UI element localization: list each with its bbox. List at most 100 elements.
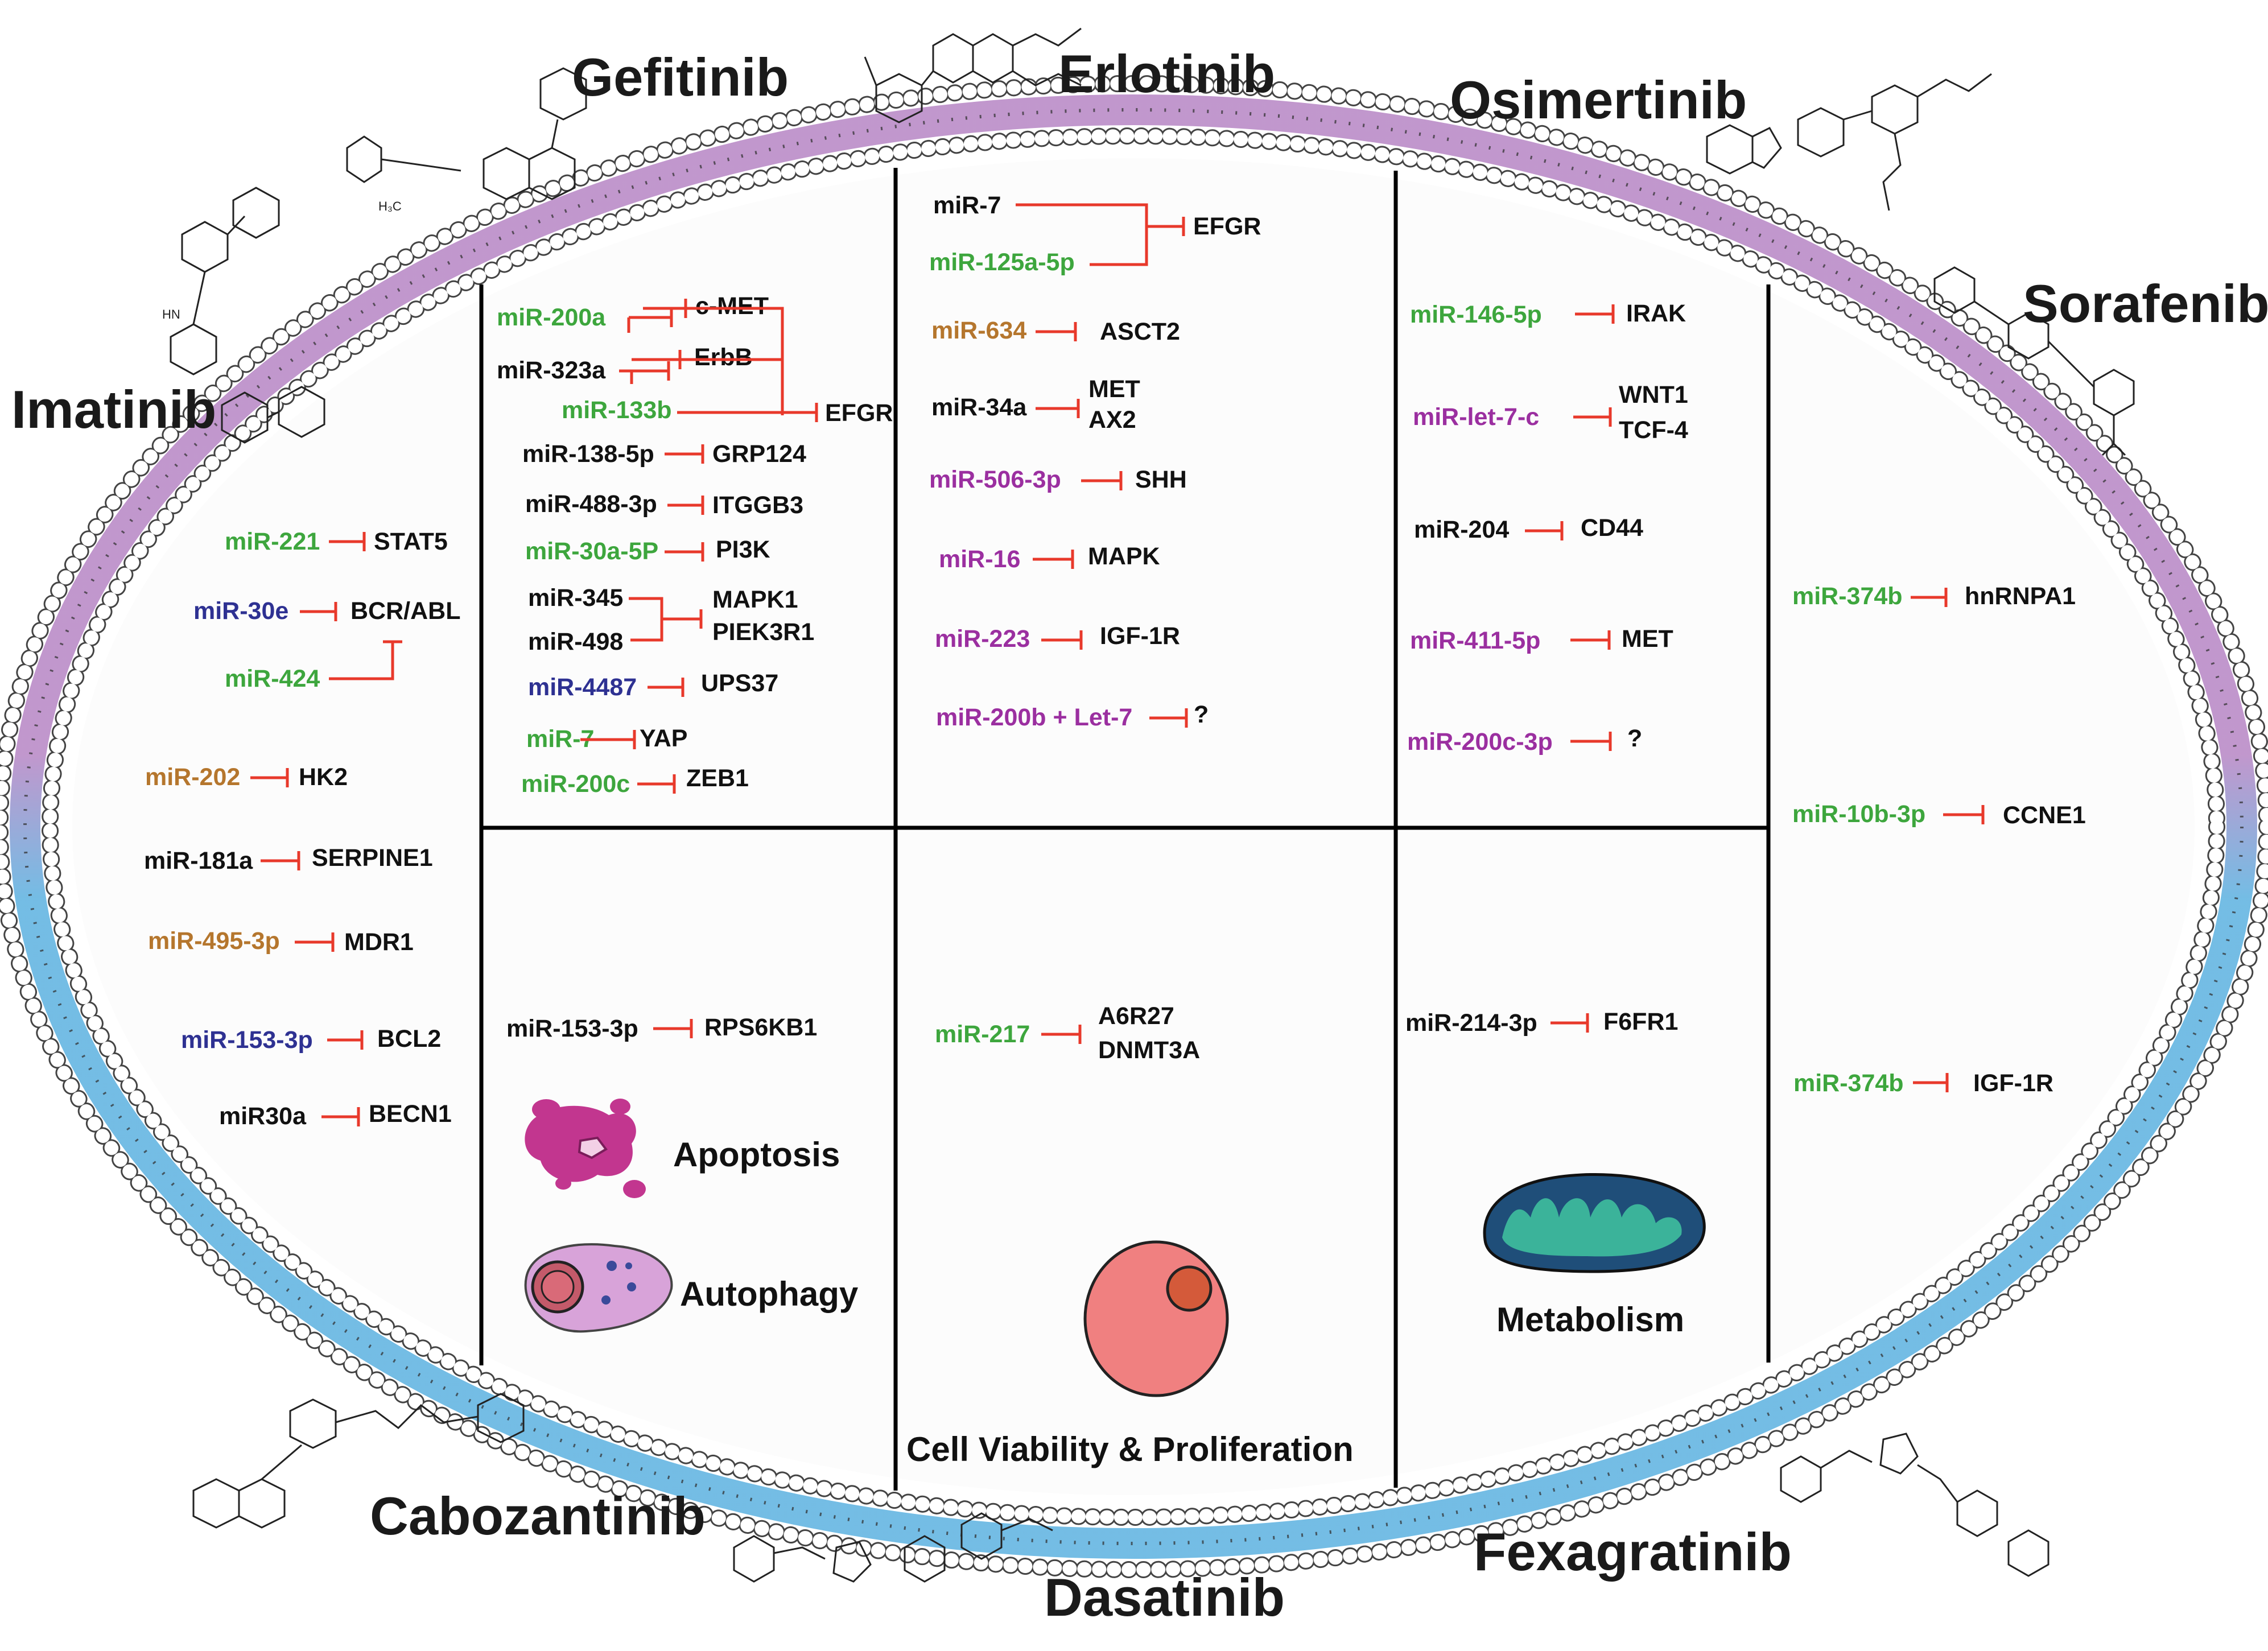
mirna-label: miR-498 [528,628,623,655]
target-label: RPS6KB1 [704,1014,817,1041]
target-label: ? [1627,725,1642,752]
mirna-label: miR-153-3p [181,1026,313,1054]
imatinib-structure: HN [162,187,325,444]
cell-icon [1083,1240,1229,1397]
mirna-label: miR-488-3p [525,490,657,518]
target-label: hnRNPA1 [1965,583,2076,610]
drug-gefitinib: Gefitinib [572,47,789,107]
target-label: STAT5 [374,528,448,555]
target-label: SERPINE1 [312,844,433,872]
mirna-label: miR-634 [931,317,1026,344]
mirna-label: miR-424 [225,665,320,692]
target-label: MAPK1 [712,586,798,613]
drug-osimertinib: Osimertinib [1450,70,1747,130]
mirna-label: miR-16 [939,546,1020,573]
dasatinib-structure [733,1512,1053,1583]
sorafenib-panel: miR-374b hnRNPA1 miR-10b-3p CCNE1 miR-37… [1792,583,2086,1097]
mitochondrion-icon [1483,1173,1706,1273]
cabozantinib-panel: miR-153-3p RPS6KB1 Apoptosis Autophagy [506,1014,859,1333]
target-label: AX2 [1088,406,1136,434]
target-label: BECN1 [369,1100,452,1128]
mirna-label: miR30a [219,1103,307,1130]
target-label: WNT1 [1619,381,1688,408]
process-cell-viability: Cell Viability & Proliferation [906,1430,1354,1468]
process-autophagy: Autophagy [680,1275,859,1313]
mirna-label: miR-223 [935,625,1030,653]
target-label: PIEK3R1 [712,618,814,646]
mirna-label: miR-125a-5p [929,249,1075,276]
target-label: CD44 [1581,514,1643,542]
mirna-label: miR-34a [931,394,1027,421]
mirna-label: miR-146-5p [1410,301,1542,328]
target-label: EFGR [825,399,893,427]
mirna-label: miR-7 [933,192,1001,219]
target-label: ZEB1 [686,765,749,792]
svg-text:H₃C: H₃C [378,199,402,213]
target-label: MDR1 [344,928,414,956]
target-label: ? [1194,701,1209,728]
drug-dasatinib: Dasatinib [1044,1567,1285,1627]
fexagratinib-panel: miR-214-3p F6FR1 Metabolism [1405,1008,1706,1339]
mirna-label: miR-let-7-c [1413,403,1539,431]
target-label: EFGR [1193,213,1261,240]
target-label: GRP124 [712,440,806,468]
mirna-label: miR-4487 [528,674,637,701]
target-label: ASCT2 [1100,318,1180,345]
sorafenib-structure [1933,266,2135,456]
mirna-label: miR-153-3p [506,1015,638,1042]
target-label: SHH [1135,466,1187,493]
target-label: BCL2 [377,1025,441,1052]
target-label: MAPK [1088,543,1160,570]
apoptosis-icon [525,1099,646,1198]
process-apoptosis: Apoptosis [673,1136,840,1174]
drug-fexagratinib: Fexagratinib [1474,1522,1792,1582]
target-label: ITGGB3 [712,492,803,519]
target-label: ErbB [694,344,753,371]
mirna-label: miR-495-3p [148,927,280,955]
fexagratinib-structure [1780,1433,2050,1577]
target-label: IGF-1R [1973,1070,2053,1097]
gefitinib-panel: miR-200a c-MET miR-323a ErbB miR-133b EF… [497,292,893,798]
cell-membrane [0,75,2268,1578]
mirna-label: miR-10b-3p [1792,800,1925,828]
mirna-label: miR-200c-3p [1407,728,1553,756]
autophagy-icon [524,1243,673,1333]
imatinib-panel: miR-221 STAT5 miR-30e BCR/ABL miR-424 mi… [144,528,460,1130]
mirna-label: miR-133b [562,397,672,424]
drug-erlotinib: Erlotinib [1058,44,1275,104]
process-metabolism: Metabolism [1496,1301,1684,1339]
mirna-label: miR-138-5p [522,440,654,468]
mirna-label: miR-30a-5P [525,538,658,565]
mirna-label: miR-200a [497,304,606,331]
mirna-label: miR-221 [225,528,320,555]
cabozantinib-structure [192,1393,525,1529]
mirna-label: miR-204 [1414,516,1509,543]
mirna-label: miR-374b [1792,583,1903,610]
target-label: PI3K [716,536,770,563]
drug-cabozantinib: Cabozantinib [370,1486,706,1546]
target-label: IGF-1R [1100,622,1180,650]
mirna-label: miR-506-3p [929,466,1061,493]
mirna-label: miR-200c [521,770,630,798]
gefitinib-structure: H₃C [346,67,587,213]
target-label: c-MET [695,292,769,320]
mirna-label: miR-200b + Let-7 [936,704,1132,731]
mirna-label: miR-202 [145,763,240,791]
osimertinib-structure [1706,73,1992,211]
osimertinib-panel: miR-146-5p IRAK miR-let-7-c WNT1 TCF-4 m… [1407,300,1688,756]
target-label: UPS37 [701,670,778,697]
target-label: MET [1088,375,1140,403]
target-label: IRAK [1626,300,1686,327]
erlotinib-structure [864,27,1082,123]
target-label: TCF-4 [1619,416,1688,444]
mirna-label: miR-217 [935,1021,1030,1048]
mirna-label: miR-411-5p [1410,627,1540,654]
mirna-label: miR-323a [497,357,606,384]
mirna-label: miR-374b [1793,1070,1904,1097]
target-label: YAP [640,725,687,752]
mirna-label: miR-214-3p [1405,1009,1537,1037]
mirna-label: miR-30e [193,597,288,625]
erlotinib-panel: miR-7 miR-125a-5p EFGR miR-634 ASCT2 miR… [929,192,1261,731]
